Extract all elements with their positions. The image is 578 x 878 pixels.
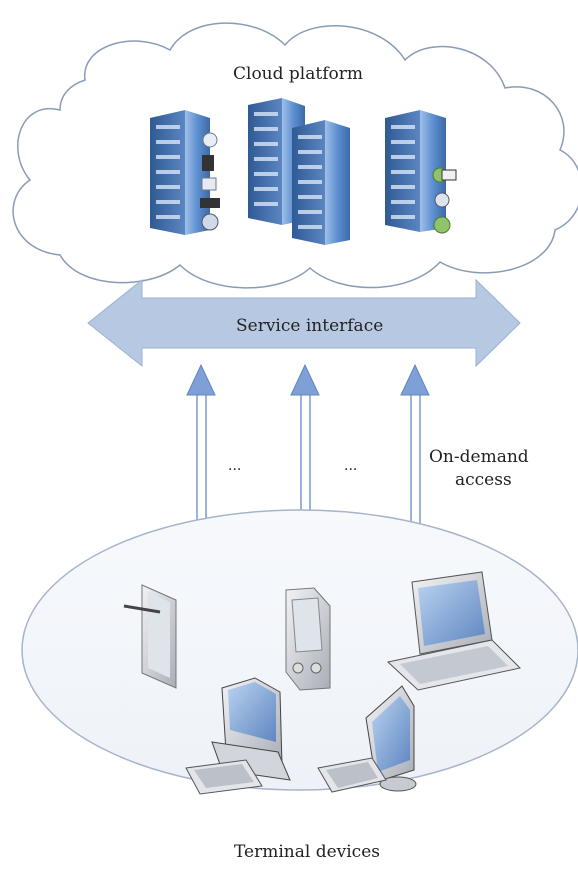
server-rack-icon: [150, 110, 220, 235]
monitor-icon: [317, 685, 417, 793]
on-demand-access-label-line1: On-demand: [429, 447, 529, 467]
laptop-icon: [386, 571, 522, 691]
desktop-computer-icon: [185, 677, 291, 795]
tablet-pen-icon: [123, 584, 177, 689]
server-rack-icon: [385, 110, 457, 234]
terminal-devices-label: Terminal devices: [234, 842, 380, 862]
service-interface-arrow: [87, 278, 521, 368]
up-arrow: [400, 363, 430, 543]
service-interface-label: Service interface: [236, 316, 384, 336]
on-demand-access-label-line2: access: [455, 470, 512, 490]
server-rack-icon: [292, 120, 350, 245]
up-arrow: [186, 363, 216, 543]
cloud-platform-label: Cloud platform: [233, 64, 363, 84]
ellipsis-right: ...: [344, 458, 358, 474]
ellipsis-left: ...: [228, 458, 242, 474]
pda-icon: [285, 587, 331, 691]
